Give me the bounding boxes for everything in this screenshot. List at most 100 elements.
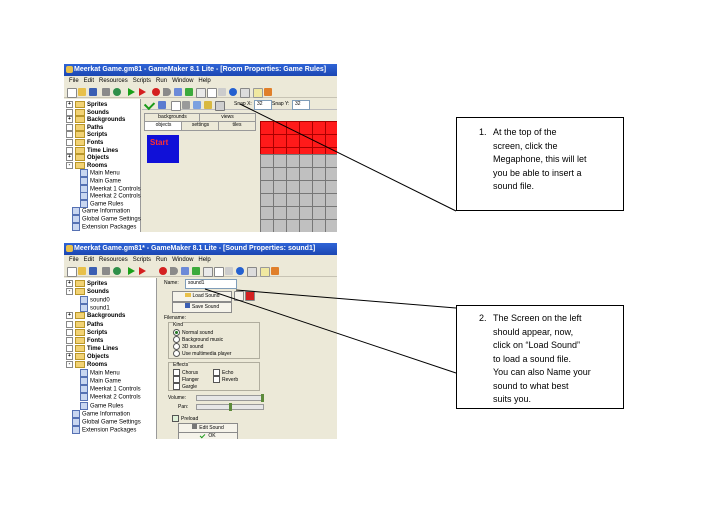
effect-checkbox-reverb[interactable]: Reverb xyxy=(213,376,238,383)
ok-button[interactable]: OK xyxy=(178,432,238,439)
expand-icon[interactable]: + xyxy=(66,312,73,320)
add-sound-megaphone-icon[interactable] xyxy=(170,267,178,275)
debug-run-icon[interactable] xyxy=(139,88,146,96)
effect-checkbox-gargle[interactable]: Gargle xyxy=(173,383,197,390)
snap-x-input[interactable]: 32 xyxy=(254,100,272,110)
menu-resources[interactable]: Resources xyxy=(99,78,128,84)
tree-item-rooms[interactable]: -Rooms xyxy=(66,361,107,369)
expand-icon[interactable] xyxy=(66,320,73,328)
menu-window[interactable]: Window xyxy=(172,78,194,84)
collapse-icon[interactable]: - xyxy=(66,288,73,296)
tree-item-scripts[interactable]: Scripts xyxy=(66,328,107,337)
effect-checkbox-chorus[interactable]: Chorus xyxy=(173,369,198,376)
run-icon[interactable] xyxy=(128,88,135,96)
effect-checkbox-flanger[interactable]: Flanger xyxy=(173,376,199,383)
kind-radio-background-music[interactable]: Background music xyxy=(173,336,223,343)
name-input[interactable]: sound1 xyxy=(185,279,237,289)
expand-icon[interactable]: + xyxy=(66,101,73,108)
tree-item-time-lines[interactable]: Time Lines xyxy=(66,344,118,353)
add-path-icon[interactable] xyxy=(192,267,200,275)
clear-icon[interactable] xyxy=(171,101,181,111)
tree-item-main-menu[interactable]: Main Menu xyxy=(80,169,120,178)
run-icon[interactable] xyxy=(128,267,135,275)
tree-item-meerkat-2-controls[interactable]: Meerkat 2 Controls xyxy=(80,192,141,201)
new-icon[interactable] xyxy=(67,267,77,277)
tree-item-sound0[interactable]: sound0 xyxy=(80,296,110,305)
expand-icon[interactable] xyxy=(66,131,73,139)
kind-radio-normal-sound[interactable]: Normal sound xyxy=(173,329,213,336)
expand-icon[interactable] xyxy=(66,139,73,146)
expand-icon[interactable]: + xyxy=(66,280,73,287)
menu-scripts[interactable]: Scripts xyxy=(132,257,152,263)
add-path-icon[interactable] xyxy=(185,88,193,96)
tree-item-fonts[interactable]: Fonts xyxy=(66,139,103,147)
lock-icon[interactable] xyxy=(204,101,212,109)
tree-item-meerkat-2-controls[interactable]: Meerkat 2 Controls xyxy=(80,393,141,402)
volume-slider[interactable] xyxy=(196,394,264,402)
tree-item-meerkat-1-controls[interactable]: Meerkat 1 Controls xyxy=(80,184,141,194)
tree-item-sounds[interactable]: -Sounds xyxy=(66,288,109,296)
tree-item-game-rules[interactable]: Game Rules xyxy=(80,401,123,411)
undo-icon[interactable] xyxy=(158,101,166,109)
tree-item-objects[interactable]: +Objects xyxy=(66,154,109,162)
settings-icon[interactable] xyxy=(271,267,279,275)
expand-icon[interactable]: + xyxy=(66,116,73,124)
load-sound-button[interactable]: Load Sound xyxy=(172,291,232,302)
add-font-icon[interactable] xyxy=(207,88,217,98)
preload-checkbox[interactable]: Preload xyxy=(172,415,198,422)
tree-item-paths[interactable]: Paths xyxy=(66,123,103,132)
tree-item-main-game[interactable]: Main Game xyxy=(80,177,121,186)
room-canvas-red[interactable] xyxy=(260,121,337,154)
globe-icon[interactable] xyxy=(113,88,121,96)
tree-item-backgrounds[interactable]: +Backgrounds xyxy=(66,312,125,320)
tree-item-sound1[interactable]: sound1 xyxy=(80,304,110,313)
tree-item-rooms[interactable]: -Rooms xyxy=(66,161,107,170)
executable-icon[interactable] xyxy=(102,88,110,96)
menu-edit[interactable]: Edit xyxy=(83,78,95,84)
add-object-icon[interactable] xyxy=(236,267,244,275)
menu-edit[interactable]: Edit xyxy=(83,257,95,263)
add-object-icon[interactable] xyxy=(229,88,237,96)
tree-item-main-game[interactable]: Main Game xyxy=(80,377,121,386)
add-sprite-icon[interactable] xyxy=(152,88,160,96)
menu-resources[interactable]: Resources xyxy=(99,257,128,263)
add-room-icon[interactable] xyxy=(247,267,257,277)
effect-checkbox-echo[interactable]: Echo xyxy=(213,369,233,376)
expand-icon[interactable]: + xyxy=(66,352,73,360)
expand-icon[interactable] xyxy=(66,328,73,336)
add-font-icon[interactable] xyxy=(214,267,224,277)
tree-item-extension-packages[interactable]: Extension Packages xyxy=(72,222,136,232)
tree-item-game-rules[interactable]: Game Rules xyxy=(80,199,123,209)
grid-icon[interactable] xyxy=(215,101,225,111)
expand-icon[interactable] xyxy=(66,336,73,344)
menu-help[interactable]: Help xyxy=(198,257,211,263)
expand-icon[interactable]: + xyxy=(66,154,73,162)
menu-file[interactable]: File xyxy=(69,257,79,263)
tree-item-backgrounds[interactable]: +Backgrounds xyxy=(66,116,125,124)
expand-icon[interactable] xyxy=(66,108,73,116)
kind-radio-3d-sound[interactable]: 3D sound xyxy=(173,343,203,350)
game-info-icon[interactable] xyxy=(260,267,270,277)
menu-file[interactable]: File xyxy=(69,78,79,84)
kind-radio-use-multimedia-player[interactable]: Use multimedia player xyxy=(173,350,231,357)
add-timeline-icon[interactable] xyxy=(218,88,226,96)
collapse-icon[interactable]: - xyxy=(66,161,73,169)
menu-run[interactable]: Run xyxy=(156,78,168,84)
snap-y-input[interactable]: 32 xyxy=(292,100,310,110)
add-background-icon[interactable] xyxy=(174,88,182,96)
menu-window[interactable]: Window xyxy=(172,257,194,263)
tree-item-global-game-settings[interactable]: Global Game Settings xyxy=(72,417,141,427)
tree-item-paths[interactable]: Paths xyxy=(66,320,103,329)
add-sprite-icon[interactable] xyxy=(159,267,167,275)
globe-icon[interactable] xyxy=(113,267,121,275)
executable-icon[interactable] xyxy=(102,267,110,275)
tree-item-time-lines[interactable]: Time Lines xyxy=(66,146,118,155)
sort-icon[interactable] xyxy=(193,101,201,109)
tree-item-main-menu[interactable]: Main Menu xyxy=(80,369,120,378)
volume-slider-thumb[interactable] xyxy=(261,394,264,402)
expand-icon[interactable] xyxy=(66,344,73,352)
tree-item-fonts[interactable]: Fonts xyxy=(66,336,103,345)
menu-scripts[interactable]: Scripts xyxy=(132,78,152,84)
tree-item-sprites[interactable]: +Sprites xyxy=(66,280,107,288)
add-script-icon[interactable] xyxy=(196,88,206,98)
